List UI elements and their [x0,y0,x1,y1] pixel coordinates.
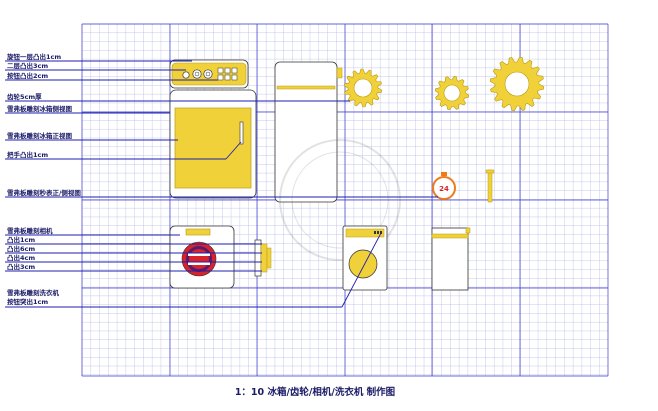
button-icon [231,67,238,74]
label-camera-3cm: 凸出3cm [7,262,35,271]
button-icon [224,67,231,74]
gear-hole [353,78,373,98]
button-icon [224,74,231,81]
label-knob-layer2: 二层凸出3cm [7,61,48,70]
fridge-front-view [169,59,257,199]
knob-inner-ring [205,71,211,77]
button-icon [217,67,224,74]
label-handle: 把手凸出1cm [7,150,48,159]
washer-door [348,249,378,279]
fridge-door-panel [174,107,252,189]
label-camera-4cm: 凸出4cm [7,253,35,262]
gear-large [489,56,545,112]
washer-control-panel [345,228,385,238]
label-camera-6cm: 凸出6cm [7,244,35,253]
knob-icon [203,69,213,79]
fridge-side-body [274,61,338,203]
gear-hole [443,84,461,102]
stopwatch-number: 24 [439,185,449,193]
camera-lens-highlight [188,253,210,256]
label-stopwatch: 雪弗板雕刻秒表正/侧视图 [7,188,81,197]
annotations: 旋钮一层凸出1cm 二层凸出3cm 按钮凸出2cm 齿轮5cm厚 雪弗板雕刻冰箱… [6,52,81,306]
gear-hole [504,71,530,97]
knob-icon [192,69,202,79]
washer-button-icon [377,231,379,234]
washer-side-button [465,227,471,234]
fridge-handle [239,121,244,145]
washer-side-view [431,227,471,291]
label-button-2cm: 按钮凸出2cm [7,71,48,80]
stopwatch-side-cap [485,169,495,174]
button-icon [217,74,224,81]
camera-side-lens [260,243,268,273]
gear-small [434,75,470,111]
leader-lines [5,60,438,308]
watermark-stamp [279,139,401,261]
label-fridge-side: 雪弗板雕刻冰箱侧视图 [7,104,73,113]
stopwatch-front-view: 24 [432,172,456,200]
stopwatch-side-body [487,169,493,203]
fridge-side-strip [276,85,336,90]
washer-button-icon [374,231,376,234]
label-gear-thickness: 齿轮5cm厚 [7,92,42,101]
stopwatch-side-view [485,169,495,203]
label-knob-layer1: 旋钮一层凸出1cm [6,52,61,61]
label-washer: 雪弗板雕刻洗衣机 [7,288,60,297]
label-camera: 雪弗板雕刻相机 [7,226,53,235]
stopwatch-crown [441,172,447,176]
label-camera-1cm: 凸出1cm [7,235,35,244]
washer-front-view [342,225,388,291]
gear-medium [343,68,383,108]
button-icon [231,74,238,81]
washer-button-icon [380,231,382,234]
camera-flash [185,228,211,236]
camera-side-view [254,239,272,277]
washer-side-panel [431,233,469,239]
camera-front-view [169,225,235,289]
knob-inner-ring [194,71,200,77]
camera-lens-highlight [188,262,210,265]
knob-icon [182,71,190,79]
camera-lens-inner [189,249,209,269]
stopwatch-face [432,176,456,200]
fridge-side-knob [336,67,343,79]
label-washer-button: 按钮突出1cm [7,297,48,306]
washer-side-body [431,227,469,291]
fridge-side-view [274,61,343,203]
camera-side-lens-tip [266,247,272,269]
label-fridge-front: 雪弗板雕刻冰箱正视图 [7,131,73,140]
drawing-title: 1：10 冰箱/齿轮/相机/洗衣机 制作图 [235,386,395,398]
